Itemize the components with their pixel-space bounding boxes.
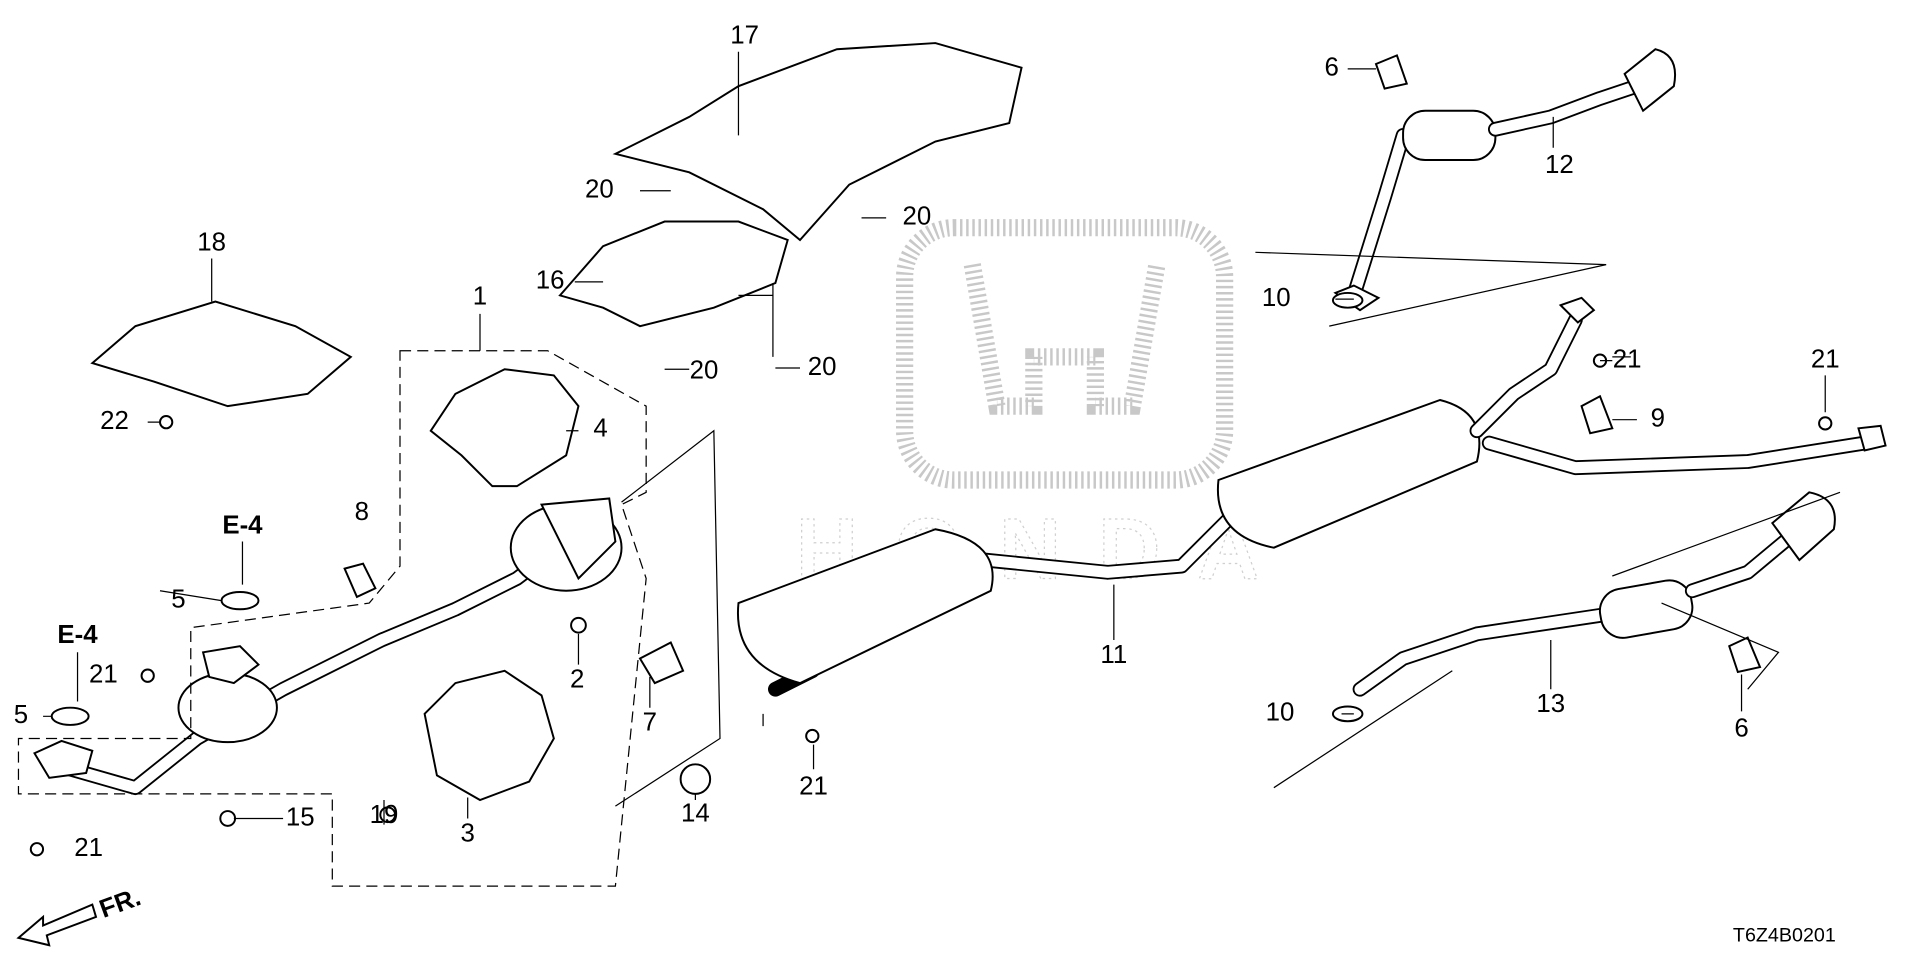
- callout-21[interactable]: 21: [1613, 345, 1642, 373]
- callout-17[interactable]: 17: [730, 22, 759, 50]
- honda-logo-watermark: HONDA: [795, 219, 1260, 598]
- callout-8[interactable]: 8: [355, 498, 369, 526]
- callout-5[interactable]: 5: [171, 585, 185, 613]
- rubber-mount-6: [1374, 54, 1409, 90]
- callout-3[interactable]: 3: [461, 819, 475, 847]
- callout-16[interactable]: 16: [536, 267, 565, 295]
- callout-5[interactable]: 5: [14, 701, 28, 729]
- callout-13[interactable]: 13: [1536, 690, 1565, 718]
- gasket-5b: [50, 706, 90, 726]
- callout-18[interactable]: 18: [197, 229, 226, 257]
- callout-10[interactable]: 10: [1266, 699, 1295, 727]
- callout-9[interactable]: 9: [1651, 405, 1665, 433]
- callout-1[interactable]: 1: [473, 283, 487, 311]
- callout-20[interactable]: 20: [808, 353, 837, 381]
- callout-19[interactable]: 19: [370, 801, 399, 829]
- group-outline-1: [17, 350, 647, 887]
- reference-label-e4[interactable]: E-4: [57, 621, 98, 649]
- callout-20[interactable]: 20: [585, 176, 614, 204]
- callout-21[interactable]: 21: [89, 661, 118, 689]
- heat-shield-17: [612, 42, 1023, 242]
- callout-10[interactable]: 10: [1262, 284, 1291, 312]
- callout-21[interactable]: 21: [799, 773, 828, 801]
- heat-shield-18: [90, 300, 353, 408]
- diagram-code: T6Z4B0201: [1733, 925, 1836, 947]
- tailpipe-13: [1352, 491, 1836, 697]
- gasket-14: [679, 763, 712, 795]
- callout-11[interactable]: 11: [1100, 641, 1127, 669]
- callout-6[interactable]: 6: [1734, 715, 1748, 743]
- gasket-5: [220, 591, 260, 611]
- heat-shield-3: [423, 669, 555, 802]
- heat-shield-4: [429, 368, 580, 488]
- callout-15[interactable]: 15: [286, 803, 315, 831]
- leader-lines: [43, 51, 1841, 825]
- callout-6[interactable]: 6: [1325, 54, 1339, 82]
- callout-4[interactable]: 4: [593, 414, 607, 442]
- rubber-mount-9: [1580, 394, 1614, 435]
- front-direction-arrow: FR.: [16, 883, 145, 947]
- heat-shield-16: [558, 220, 789, 328]
- callout-20[interactable]: 20: [903, 203, 932, 231]
- callout-14[interactable]: 14: [681, 800, 710, 828]
- callout-12[interactable]: 12: [1545, 151, 1574, 179]
- arrow-left-icon: [16, 903, 98, 947]
- callout-20[interactable]: 20: [690, 357, 719, 385]
- callout-2[interactable]: 2: [570, 665, 584, 693]
- direction-label: FR.: [96, 883, 145, 924]
- front-pipe-converter-1: [33, 497, 623, 796]
- rubber-mount-8: [343, 562, 377, 599]
- reference-label-e4[interactable]: E-4: [222, 512, 263, 540]
- callout-22[interactable]: 22: [100, 407, 129, 435]
- callout-7[interactable]: 7: [643, 709, 657, 737]
- center-muffler-11: [736, 296, 1887, 697]
- callout-21[interactable]: 21: [74, 834, 103, 862]
- callout-21[interactable]: 21: [1811, 345, 1840, 373]
- rubber-mount-6b: [1728, 636, 1762, 674]
- tailpipe-12: [1333, 48, 1676, 312]
- hardware: [29, 54, 1833, 857]
- bracket-7: [638, 641, 685, 685]
